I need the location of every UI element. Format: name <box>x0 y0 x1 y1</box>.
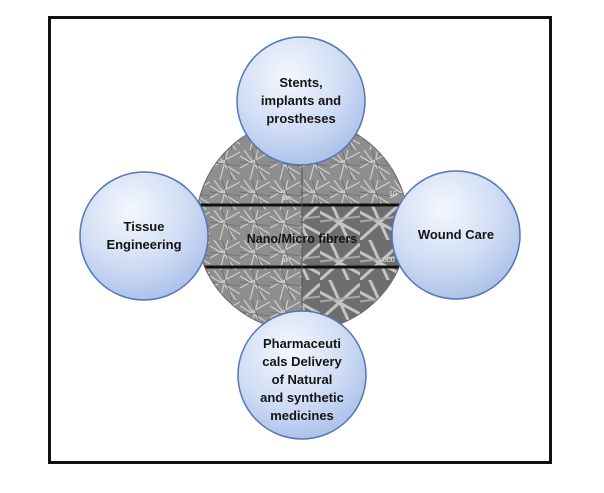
node-tissue-line-2: Engineering <box>106 237 181 252</box>
scale-label-500: 500 <box>383 257 395 264</box>
node-pharma-line-4: and synthetic <box>260 390 344 405</box>
scale-unit-top: µm <box>282 196 290 202</box>
node-pharma-line-5: medicines <box>270 408 334 423</box>
sem-panel-mid-left <box>196 205 302 267</box>
node-stents-line-1: Stents, <box>279 75 322 90</box>
node-stents: Stents, implants and prostheses <box>236 36 366 166</box>
node-wound-circle <box>391 170 521 300</box>
node-pharma-line-1: Pharmaceuti <box>263 336 341 351</box>
node-tissue-line-1: Tissue <box>124 219 165 234</box>
node-pharma-line-3: of Natural <box>272 372 333 387</box>
node-tissue-engineering: Tissue Engineering <box>79 171 209 301</box>
sem-panel-mid-right <box>302 205 408 267</box>
node-tissue-circle <box>79 171 209 301</box>
node-pharma-circle <box>237 310 367 440</box>
node-pharma-line-2: cals Delivery <box>262 354 342 369</box>
node-wound-care: Wound Care <box>391 170 521 300</box>
scale-label-10: 10 <box>389 191 397 198</box>
node-stents-circle <box>236 36 366 166</box>
center-label: Nano/Micro fibrers <box>247 232 357 246</box>
scale-unit-bottom: µm <box>282 258 290 264</box>
node-wound-line-1: Wound Care <box>418 227 494 242</box>
node-pharmaceuticals: Pharmaceuti cals Delivery of Natural and… <box>237 310 367 440</box>
node-stents-line-2: implants and <box>261 93 341 108</box>
node-stents-line-3: prostheses <box>266 111 335 126</box>
